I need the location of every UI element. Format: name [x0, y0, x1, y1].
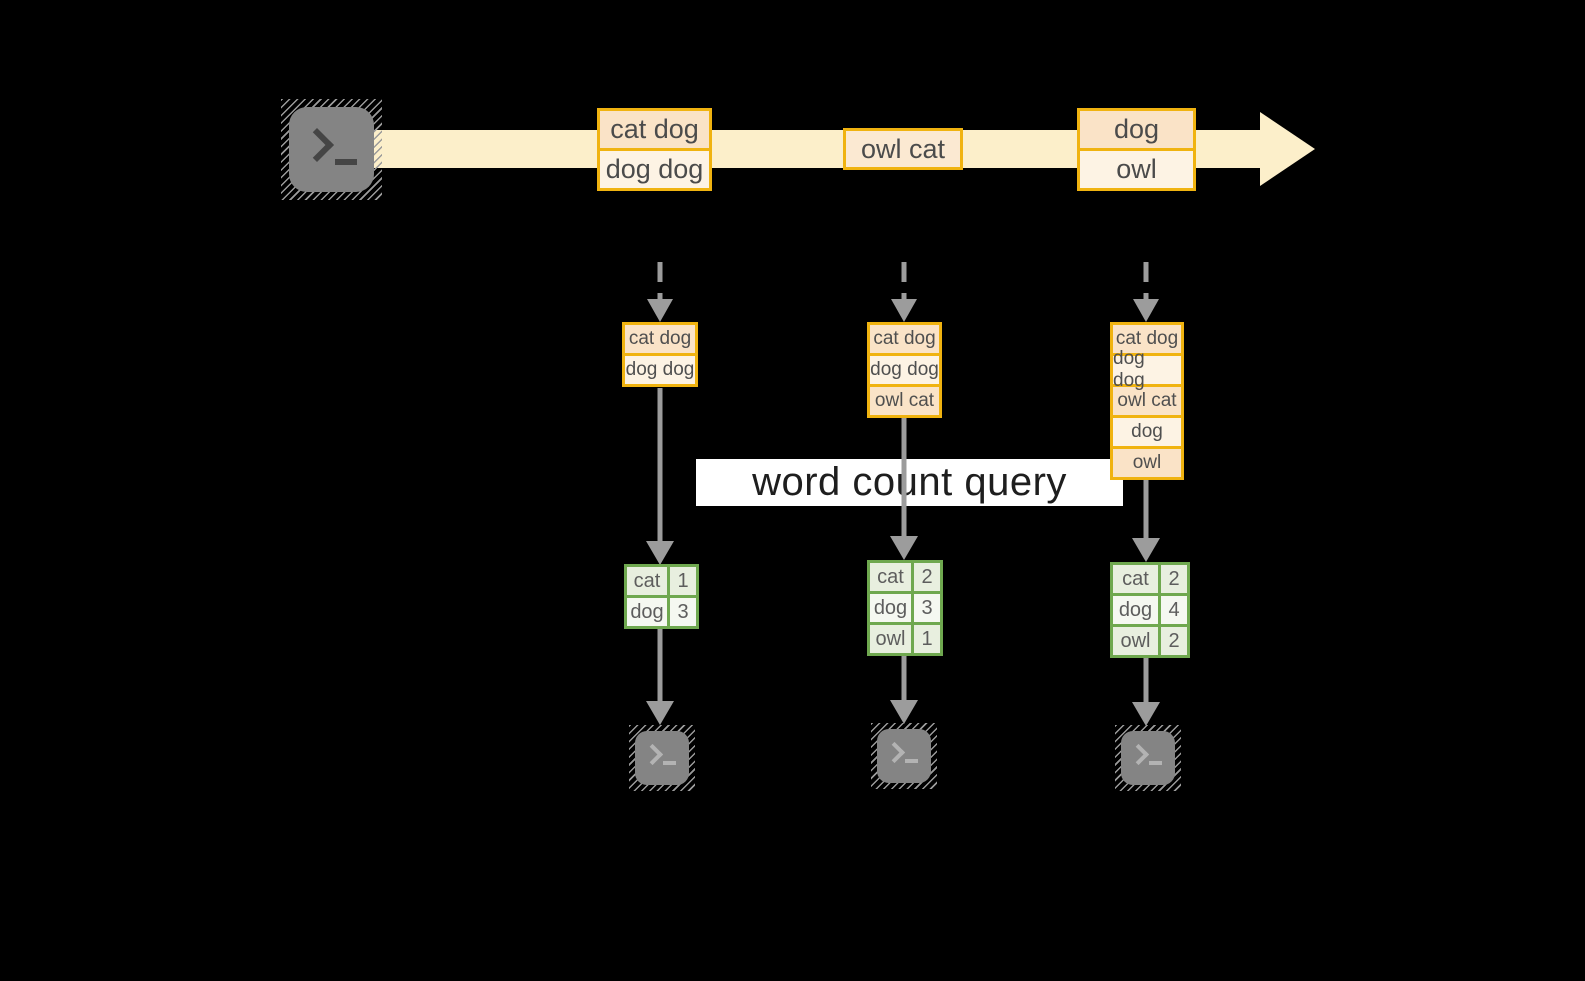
stream-record: owl cat: [846, 131, 960, 167]
terminal-sink-icon: [1115, 725, 1181, 791]
buffer-row: dog dog: [622, 353, 698, 387]
count-value: 3: [914, 594, 940, 622]
buffer-row: dog dog: [867, 353, 942, 387]
record-buffer-1: cat dog dog dog: [622, 322, 698, 387]
count-value: 2: [1161, 565, 1187, 593]
buffer-row: cat dog: [867, 322, 942, 356]
terminal-sink-icon: [629, 725, 695, 791]
stream-record: cat dog: [600, 111, 709, 148]
terminal-sink-icon: [871, 723, 937, 789]
terminal-body: [635, 731, 689, 785]
count-value: 2: [914, 563, 940, 591]
buffer-row: owl: [1110, 446, 1184, 480]
buffer-row: dog dog: [1110, 348, 1184, 391]
count-word: owl: [1113, 627, 1158, 655]
stream-arrow-head-icon: [1260, 112, 1315, 186]
stream-record: owl: [1080, 148, 1193, 188]
count-table-2: cat 2 dog 3 owl 1: [867, 560, 943, 656]
terminal-body: [877, 729, 931, 783]
terminal-body: [1121, 731, 1175, 785]
prompt-chevron-icon: [641, 743, 664, 766]
stream-batch-3: dog owl: [1077, 108, 1196, 191]
count-word: cat: [627, 567, 667, 595]
terminal-body: [289, 107, 374, 192]
prompt-underscore-icon: [663, 761, 676, 765]
count-value: 2: [1161, 627, 1187, 655]
count-word: owl: [870, 625, 911, 653]
prompt-chevron-icon: [300, 128, 334, 162]
record-buffer-2: cat dog dog dog owl cat: [867, 322, 942, 418]
prompt-chevron-icon: [883, 741, 906, 764]
count-word: dog: [627, 598, 667, 626]
stream-record: dog: [1080, 111, 1193, 148]
count-word: dog: [870, 594, 911, 622]
count-table-1: cat 1 dog 3: [624, 564, 699, 629]
buffer-row: cat dog: [622, 322, 698, 356]
stream-batch-2: owl cat: [843, 128, 963, 170]
count-word: cat: [870, 563, 911, 591]
count-word: cat: [1113, 565, 1158, 593]
count-value: 1: [670, 567, 696, 595]
query-label: word count query: [752, 460, 1067, 504]
prompt-underscore-icon: [335, 159, 357, 165]
count-value: 3: [670, 598, 696, 626]
prompt-underscore-icon: [905, 759, 918, 763]
prompt-underscore-icon: [1149, 761, 1162, 765]
terminal-source-icon: [281, 99, 382, 200]
stream-record: dog dog: [600, 148, 709, 188]
count-value: 4: [1161, 596, 1187, 624]
buffer-row: dog: [1110, 415, 1184, 449]
record-buffer-3: cat dog dog dog owl cat dog owl: [1110, 322, 1184, 480]
stream-batch-1: cat dog dog dog: [597, 108, 712, 191]
buffer-row: owl cat: [1110, 384, 1184, 418]
buffer-row: owl cat: [867, 384, 942, 418]
count-table-3: cat 2 dog 4 owl 2: [1110, 562, 1190, 658]
prompt-chevron-icon: [1127, 743, 1150, 766]
count-word: dog: [1113, 596, 1158, 624]
count-value: 1: [914, 625, 940, 653]
query-label-band: word count query: [696, 459, 1123, 506]
